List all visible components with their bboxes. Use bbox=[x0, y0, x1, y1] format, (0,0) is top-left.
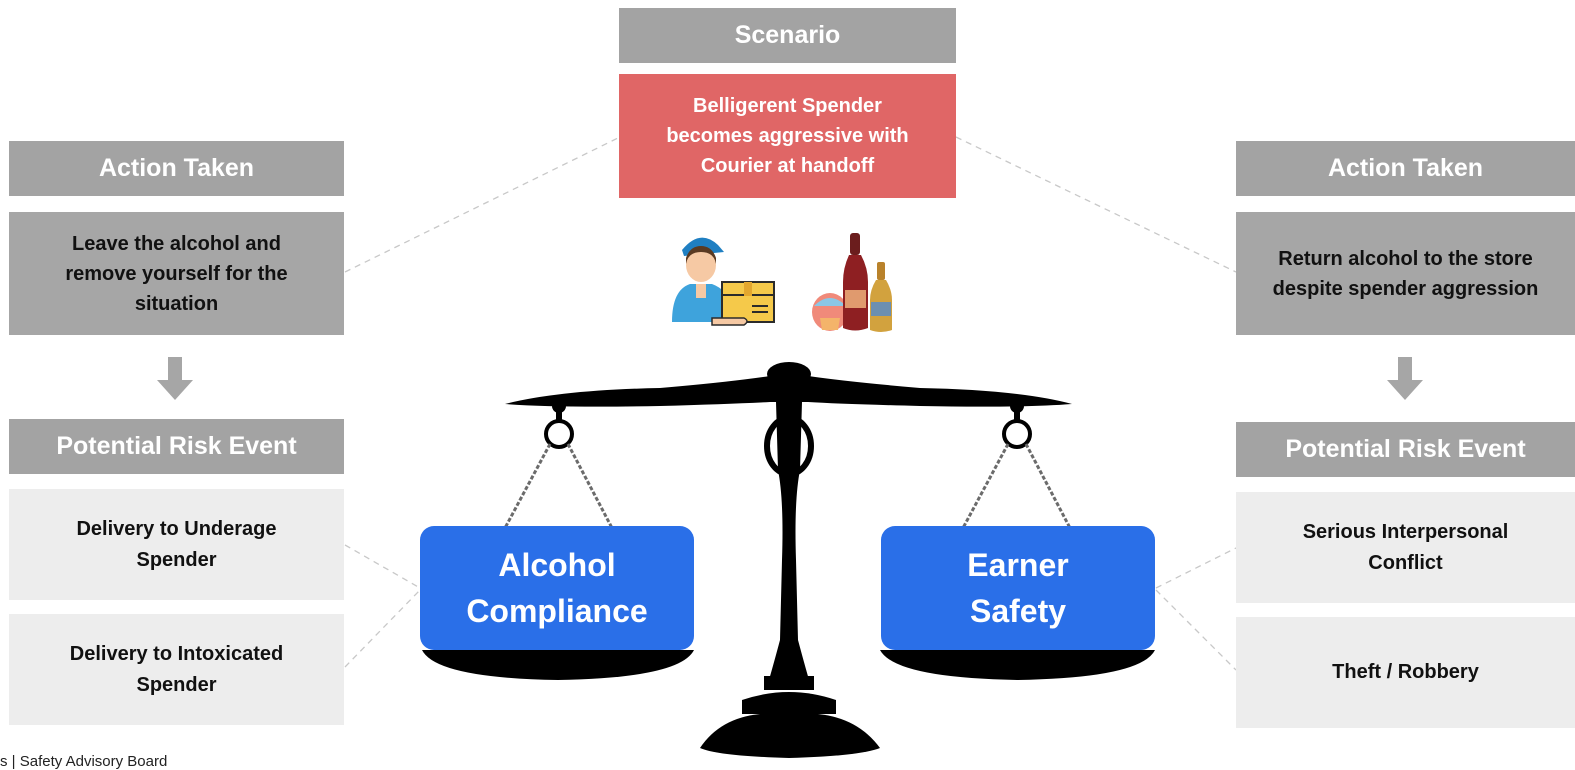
delivery-courier-icon bbox=[672, 237, 775, 326]
left-action-header: Action Taken bbox=[9, 141, 344, 196]
footer-source: s | Safety Advisory Board bbox=[0, 753, 168, 770]
right-risk-item: Theft / Robbery bbox=[1236, 617, 1575, 728]
right-risk-header: Potential Risk Event bbox=[1236, 422, 1575, 477]
left-risk-header: Potential Risk Event bbox=[9, 419, 344, 474]
scenario-header: Scenario bbox=[619, 8, 956, 63]
balance-scale bbox=[422, 362, 1155, 758]
right-action-header: Action Taken bbox=[1236, 141, 1575, 196]
left-action-text: Leave the alcohol and remove yourself fo… bbox=[9, 212, 344, 335]
scale-chains bbox=[503, 443, 1072, 529]
scenario-description: Belligerent Spender becomes aggressive w… bbox=[619, 74, 956, 198]
down-arrow-icon bbox=[157, 357, 193, 400]
left-risk-item: Delivery to Intoxicated Spender bbox=[9, 614, 344, 725]
right-action-text: Return alcohol to the store despite spen… bbox=[1236, 212, 1575, 335]
alcohol-compliance-pan: Alcohol Compliance bbox=[420, 526, 694, 650]
alcohol-bottles-icon bbox=[812, 233, 892, 332]
right-risk-item: Serious Interpersonal Conflict bbox=[1236, 492, 1575, 603]
dashed-connectors bbox=[344, 136, 1237, 671]
left-risk-item: Delivery to Underage Spender bbox=[9, 489, 344, 600]
down-arrow-icon bbox=[1387, 357, 1423, 400]
earner-safety-pan: Earner Safety bbox=[881, 526, 1155, 650]
